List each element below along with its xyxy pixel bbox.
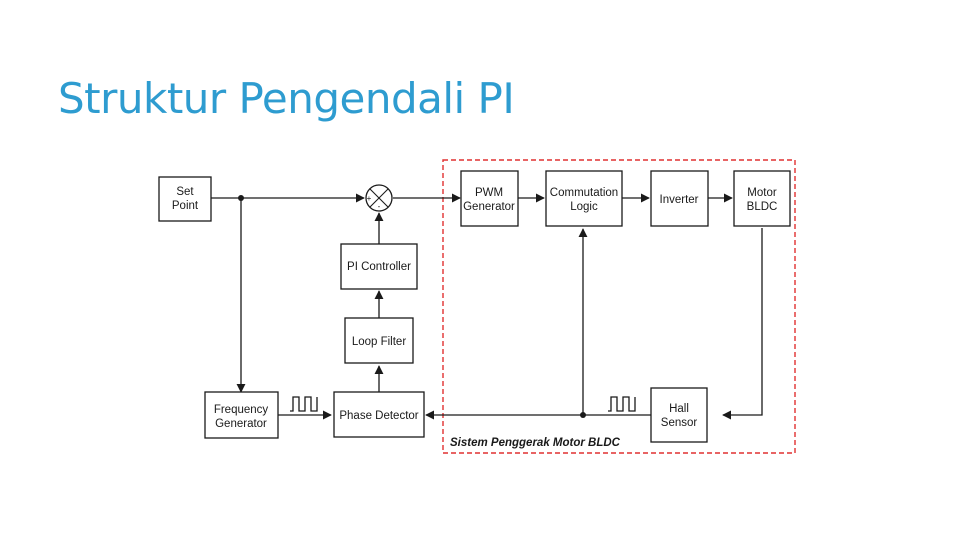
wires <box>211 193 763 420</box>
svg-text:Phase Detector: Phase Detector <box>339 410 418 422</box>
junction-dot-setpoint <box>238 195 244 201</box>
block-pi-controller: PI Controller <box>340 243 418 290</box>
summing-minus-sign: - <box>378 202 381 211</box>
junction-dot-feedback <box>580 412 586 418</box>
subsystem-boundary <box>442 159 796 454</box>
summing-plus-sign: + <box>367 194 372 203</box>
slide-title: Struktur Pengendali PI <box>58 74 515 123</box>
pulse-symbol-right <box>608 396 636 412</box>
summing-junction: + - <box>365 184 393 212</box>
pulse-symbol-left <box>290 396 318 412</box>
svg-text:PI Controller: PI Controller <box>347 261 411 273</box>
block-inverter: Inverter <box>650 170 709 227</box>
svg-text:Inverter: Inverter <box>660 194 699 206</box>
block-loop-filter: Loop Filter <box>344 317 414 364</box>
block-phase-detector: Phase Detector <box>333 391 425 438</box>
svg-text:Loop Filter: Loop Filter <box>352 336 407 348</box>
subsystem-label: Sistem Penggerak Motor BLDC <box>450 437 621 449</box>
